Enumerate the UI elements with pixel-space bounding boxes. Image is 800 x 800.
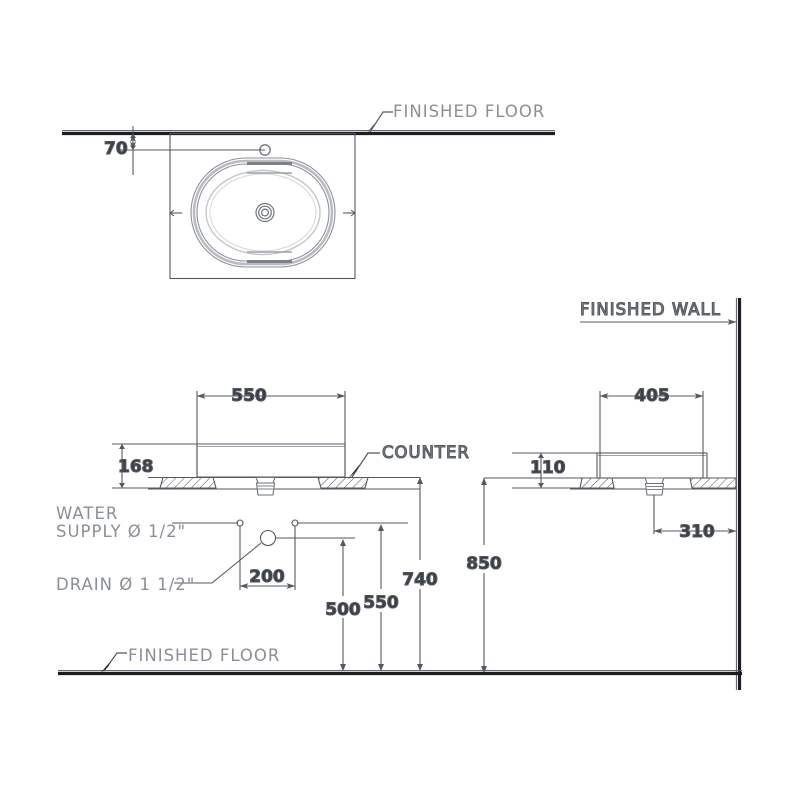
counter-slab-right: [317, 476, 369, 489]
counter-leader: [347, 452, 380, 480]
drain-fitting-side: [644, 477, 665, 496]
rim-highlight-segments-inner: [247, 172, 292, 253]
drain-circle-icon: [255, 202, 275, 223]
dimension-310-group: [653, 495, 737, 534]
dimension-500-group: [340, 539, 346, 671]
counter-slab-left: [159, 476, 217, 489]
rim-highlight-segments: [247, 162, 292, 263]
drain-rough-in-icon: [259, 529, 277, 547]
plan-view-group: 70: [62, 111, 555, 280]
dimension-110-group: [512, 452, 600, 489]
finished-floor-leader-top: [366, 111, 393, 134]
dimension-740-label: 740: [402, 570, 438, 590]
dimension-500-label: 500: [325, 600, 361, 620]
dimension-550-height-group: [378, 524, 384, 671]
plan-width-extension-lines: [169, 209, 356, 217]
dimension-310-label: 310: [679, 522, 715, 542]
counter-slab-side-left: [579, 477, 615, 489]
basin-rim-outer: [192, 159, 334, 266]
finished-wall-label: FINISHED WALL: [580, 300, 721, 319]
dimension-405-group: [599, 391, 704, 478]
finished-floor-label-bottom: FINISHED FLOOR: [128, 646, 280, 665]
counter-slab-side-right: [689, 477, 737, 489]
dimension-168-label: 168: [118, 457, 154, 477]
finished-floor-label-top: FINISHED FLOOR: [393, 102, 545, 121]
basin-bowl-inner2: [209, 173, 317, 252]
side-elevation-group: FINISHED WALL 405: [466, 298, 742, 690]
water-supply-label-line2: SUPPLY Ø 1/2": [56, 522, 186, 541]
finished-floor-leader-bottom: [100, 652, 127, 674]
dimension-550-height-label: 550: [363, 593, 399, 613]
dimension-850-group: [481, 477, 570, 673]
counter-label: COUNTER: [382, 443, 470, 462]
drain-fitting-front: [255, 476, 276, 496]
dimension-70-label: 70: [104, 139, 128, 159]
basin-body-side: [596, 452, 708, 479]
basin-bowl-inner: [205, 169, 321, 256]
finished-floor-line-bottom: [58, 670, 742, 676]
dimension-200-label: 200: [249, 567, 285, 587]
dimension-550-width-group: [196, 391, 346, 477]
basin-body-front: [196, 443, 346, 478]
front-elevation-group: 550 168 COUNTER: [112, 385, 470, 496]
dimension-740-group: [417, 477, 423, 671]
water-supply-label-line1: WATER: [56, 504, 118, 523]
basin-plan-outline: [169, 132, 356, 280]
dimension-168-group: [112, 443, 200, 489]
dimension-110-label: 110: [530, 458, 566, 478]
plumbing-detail-group: 200 500 550 740: [172, 477, 438, 671]
drain-label: DRAIN Ø 1 1/2": [56, 575, 195, 594]
dimension-850-label: 850: [466, 554, 502, 574]
dimension-70-group: [118, 126, 265, 175]
finished-wall-line: [735, 298, 742, 690]
dimension-405-label: 405: [634, 386, 670, 406]
drain-leader-left: [200, 542, 262, 584]
dimension-550-width-label: 550: [231, 386, 267, 406]
